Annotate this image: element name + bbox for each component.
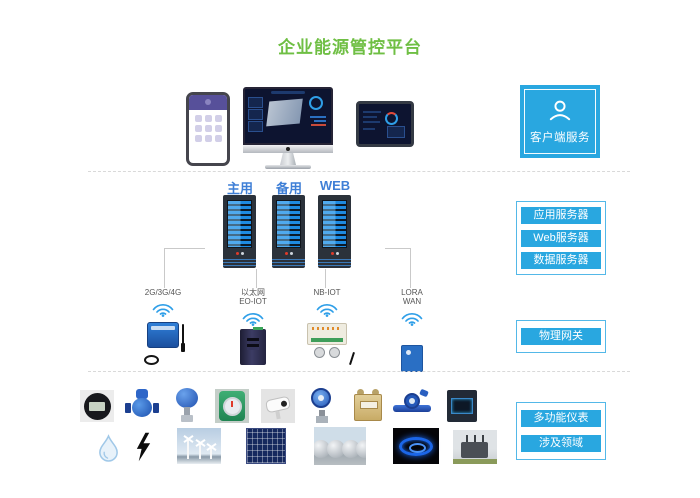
- water-meter-icon: [389, 384, 435, 428]
- monitor-screen: [243, 87, 333, 145]
- gateway-label: LORA: [401, 288, 423, 297]
- connector-line: [164, 248, 165, 288]
- gateway-lora: LORA WAN: [370, 288, 454, 391]
- multifunction-meter-pill: 多功能仪表: [521, 410, 601, 428]
- gateway-label-2: EO-IOT: [239, 297, 267, 306]
- nbiot-module-device: [285, 323, 369, 369]
- wifi-icon: [285, 300, 369, 317]
- phone-header: [189, 95, 227, 110]
- server-rack-web: [318, 195, 351, 268]
- electromagnetic-flowmeter-icon: [119, 384, 165, 428]
- ethernet-gateway-device: [211, 327, 295, 375]
- connector-line: [256, 269, 257, 288]
- app-server-pill: 应用服务器: [521, 207, 601, 225]
- dashboard-map: [266, 98, 303, 127]
- power-transformer-icon: [453, 430, 497, 464]
- gateway-label: NB-IOT: [313, 288, 341, 297]
- gateway-nbiot: NB-IOT: [285, 288, 369, 369]
- separator-dashed-top: [88, 171, 630, 172]
- cellular-dtu-device: [121, 322, 205, 368]
- tablet-gauge: [385, 112, 398, 125]
- antenna-icon: [181, 324, 185, 352]
- page-title: 企业能源管控平台: [278, 38, 422, 57]
- lora-gateway-device: [370, 345, 454, 391]
- wifi-icon: [211, 309, 295, 326]
- connector-line: [410, 248, 411, 288]
- gateway-label: 以太网: [241, 288, 265, 297]
- wind-turbines-icon: [177, 428, 221, 464]
- separator-dashed-bottom: [88, 371, 630, 372]
- cctv-camera-icon: [255, 384, 301, 428]
- gateway-side-box: 物理网关: [516, 320, 606, 353]
- dashboard-gauge: [309, 96, 323, 110]
- turbine-flowmeter-icon: [209, 384, 255, 428]
- gateway-label: 2G/3G/4G: [144, 288, 182, 297]
- gas-storage-tanks-icon: [314, 427, 366, 465]
- connector-line: [385, 248, 411, 249]
- camera-dot: [286, 147, 290, 151]
- involved-domains-pill: 涉及领域: [521, 434, 601, 452]
- digital-panel-meter-icon: [439, 384, 485, 428]
- wifi-icon: [121, 300, 205, 317]
- phone-app-grid: [189, 110, 227, 147]
- server-label-backup: 备用: [275, 181, 302, 196]
- lightning-bolt-icon: [131, 431, 155, 463]
- wifi-icon: [370, 309, 454, 326]
- client-service-label: 客户端服务: [530, 131, 590, 144]
- server-rack-backup: [272, 195, 305, 268]
- gateway-label-2: WAN: [402, 297, 422, 306]
- physical-gateway-pill: 物理网关: [521, 328, 601, 345]
- water-drop-icon: [95, 432, 121, 464]
- pressure-gauge-icon: [299, 384, 345, 428]
- server-label-web: WEB: [319, 178, 351, 193]
- client-service-box: 客户端服务: [520, 85, 600, 158]
- gateway-ethernet: 以太网 EO-IOT: [211, 288, 295, 375]
- desktop-monitor-icon: [243, 87, 333, 169]
- gas-flame-icon: [393, 428, 439, 464]
- round-lcd-meter-icon: [74, 384, 120, 428]
- smartphone-icon: [186, 92, 230, 166]
- server-label-primary: 主用: [226, 181, 253, 196]
- server-rack-primary: [223, 195, 256, 268]
- pressure-transmitter-icon: [164, 384, 210, 428]
- user-icon: [547, 99, 573, 126]
- server-side-box: 应用服务器 Web服务器 数据服务器: [516, 201, 606, 275]
- web-server-pill: Web服务器: [521, 229, 601, 247]
- field-side-box: 多功能仪表 涉及领域: [516, 402, 606, 460]
- data-server-pill: 数据服务器: [521, 251, 601, 269]
- gas-meter-icon: [345, 384, 391, 428]
- connector-line: [325, 269, 326, 288]
- tablet-icon: [356, 101, 414, 147]
- gateway-2g3g4g: 2G/3G/4G: [121, 288, 205, 368]
- solar-panel-icon: [246, 428, 286, 464]
- connector-line: [164, 248, 205, 249]
